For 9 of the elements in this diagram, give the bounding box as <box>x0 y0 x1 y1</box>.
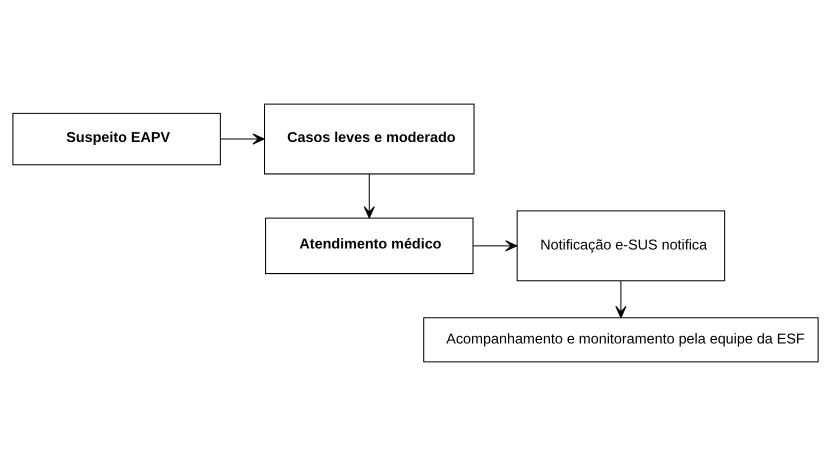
arrow <box>364 174 375 218</box>
arrow <box>615 280 626 318</box>
node-box: Casos leves e moderado <box>264 104 475 174</box>
node-box: Atendimento médico <box>265 218 474 274</box>
arrow <box>220 133 265 145</box>
arrow <box>473 240 518 252</box>
node-box: Acompanhamento e monitoramento pela equipe da ESF <box>423 317 819 362</box>
node-box: Notificação e-SUS notifica <box>516 210 726 282</box>
node-box: Suspeito EAPV <box>12 112 221 166</box>
